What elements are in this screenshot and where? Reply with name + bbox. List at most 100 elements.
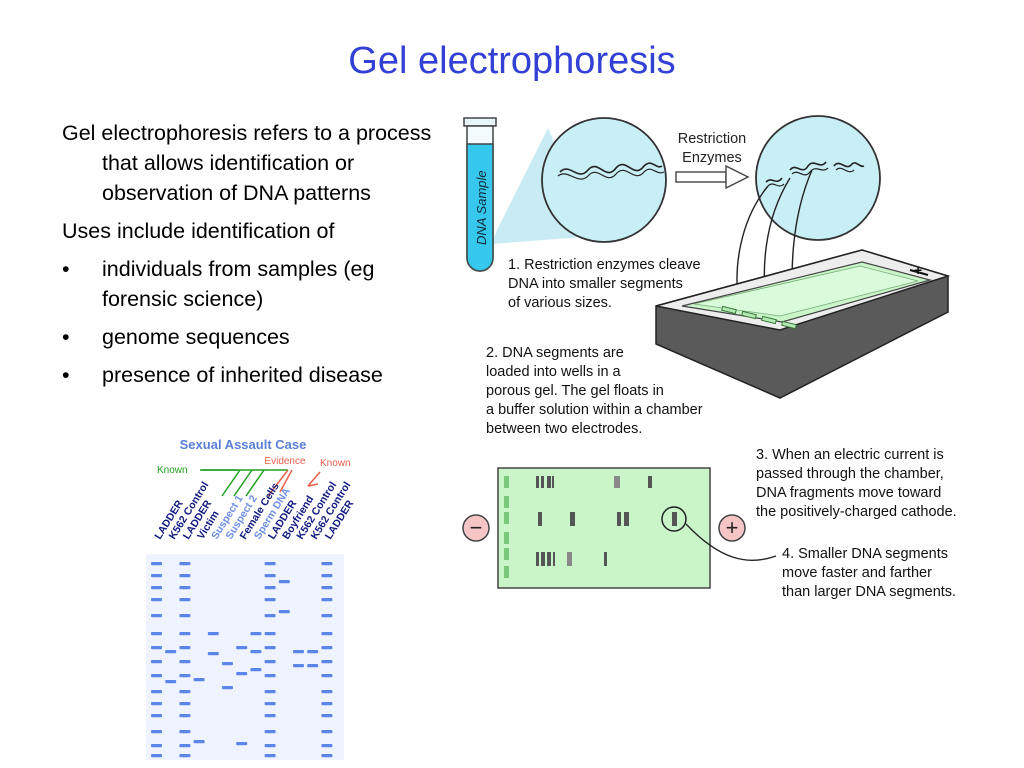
gel-band <box>250 632 262 636</box>
gel-band <box>179 632 191 636</box>
gel-band <box>321 646 333 650</box>
gel-band <box>222 662 233 666</box>
gel-band <box>179 614 191 618</box>
gel-band <box>307 650 319 654</box>
gel-band <box>151 744 162 748</box>
gel-band <box>151 646 162 650</box>
gel-band <box>321 754 333 758</box>
gel-band <box>321 660 333 664</box>
gel-band <box>264 598 276 602</box>
gel-band <box>236 646 248 650</box>
gel-band <box>151 690 162 694</box>
sexual-assault-gel: Sexual Assault Case Evidence Known Known… <box>146 437 356 760</box>
gel-band <box>151 598 162 602</box>
negative-electrode-icon <box>462 514 490 542</box>
gel-band <box>179 754 191 758</box>
test-tube-icon: DNA Sample <box>463 117 497 272</box>
gel-band <box>321 598 333 602</box>
slide-title: Gel electrophoresis <box>348 40 676 82</box>
step1-line: of various sizes. <box>508 295 612 311</box>
gel-band <box>321 714 333 718</box>
gel-band <box>179 574 191 578</box>
gel-band <box>179 702 191 706</box>
gel-band <box>321 562 333 566</box>
gel-chamber-icon: + <box>655 249 951 399</box>
case-title: Sexual Assault Case <box>180 437 307 452</box>
step4-line: 4. Smaller DNA segments <box>782 546 949 562</box>
gel-band <box>151 586 162 590</box>
step3-line: DNA fragments move toward <box>756 485 942 501</box>
gel-band <box>264 586 276 590</box>
gel-band <box>250 668 262 672</box>
lane-bands <box>151 562 333 758</box>
bullet-text: genome sequences <box>102 325 290 349</box>
step2-caption: 2. DNA segments are loaded into wells in… <box>486 344 703 439</box>
step1-line: DNA into smaller segments <box>508 276 683 292</box>
gel-band <box>179 586 191 590</box>
positive-electrode-icon <box>718 514 746 542</box>
gel-band <box>321 744 333 748</box>
gel-band <box>179 744 191 748</box>
dna-fragments-icon <box>765 161 865 183</box>
gel-band <box>179 730 191 734</box>
gel-band <box>293 650 304 654</box>
bullet-dot: • <box>62 363 70 387</box>
gel-band <box>321 690 333 694</box>
gel-band <box>264 646 276 650</box>
gel-band <box>236 672 248 676</box>
gel-band <box>179 674 191 678</box>
step2-line: loaded into wells in a <box>486 364 621 380</box>
gel-band <box>321 702 333 706</box>
arrow-label-line1: Restriction <box>678 131 747 147</box>
gel-band <box>165 650 177 654</box>
gel-band <box>193 740 205 744</box>
gel-band <box>264 702 276 706</box>
gel-wells <box>721 305 797 330</box>
gel-band <box>264 574 276 578</box>
restriction-arrow-icon <box>675 164 750 190</box>
tube-label: DNA Sample <box>474 170 489 245</box>
bullet-dot: • <box>62 257 70 281</box>
gel-bands <box>536 476 677 566</box>
gel-band <box>264 660 276 664</box>
gel-band <box>264 674 276 678</box>
step2-line: a buffer solution within a chamber <box>486 402 703 418</box>
evidence-label: Evidence <box>264 456 306 467</box>
gel-band <box>151 754 162 758</box>
gel-band <box>264 714 276 718</box>
gel-band <box>264 614 276 618</box>
step4-line: than larger DNA segments. <box>782 584 957 600</box>
dna-strand-icon <box>559 162 663 175</box>
slide-body: Gel electrophoresis refers to a process … <box>62 118 452 398</box>
gel-band <box>151 660 162 664</box>
gel-band <box>321 674 333 678</box>
pointer-line <box>685 523 777 561</box>
gel-band <box>264 744 276 748</box>
known-right-label: Known <box>320 458 351 469</box>
step2-line: between two electrodes. <box>486 421 643 437</box>
gel-band <box>321 730 333 734</box>
gel-band <box>193 678 205 682</box>
gel-band <box>151 632 162 636</box>
bullet-text: presence of inherited disease <box>102 363 383 387</box>
gel-band <box>264 632 276 636</box>
gel-band <box>321 614 333 618</box>
step2-line: porous gel. The gel floats in <box>486 383 664 399</box>
gel-band <box>179 562 191 566</box>
minus-sign: − <box>470 515 483 540</box>
gel-band <box>321 574 333 578</box>
gel-band <box>151 674 162 678</box>
gel-band <box>293 664 304 668</box>
gel-band <box>264 562 276 566</box>
gel-band <box>321 632 333 636</box>
gel-band <box>151 614 162 618</box>
arrow-label-line2: Enzymes <box>682 150 742 166</box>
step3-line: 3. When an electric current is <box>756 447 944 463</box>
gel-band <box>179 660 191 664</box>
known-left-label: Known <box>157 465 188 476</box>
gel-band <box>151 730 162 734</box>
bullet-text: individuals from samples (eg forensic sc… <box>102 257 375 311</box>
gel-band <box>264 730 276 734</box>
